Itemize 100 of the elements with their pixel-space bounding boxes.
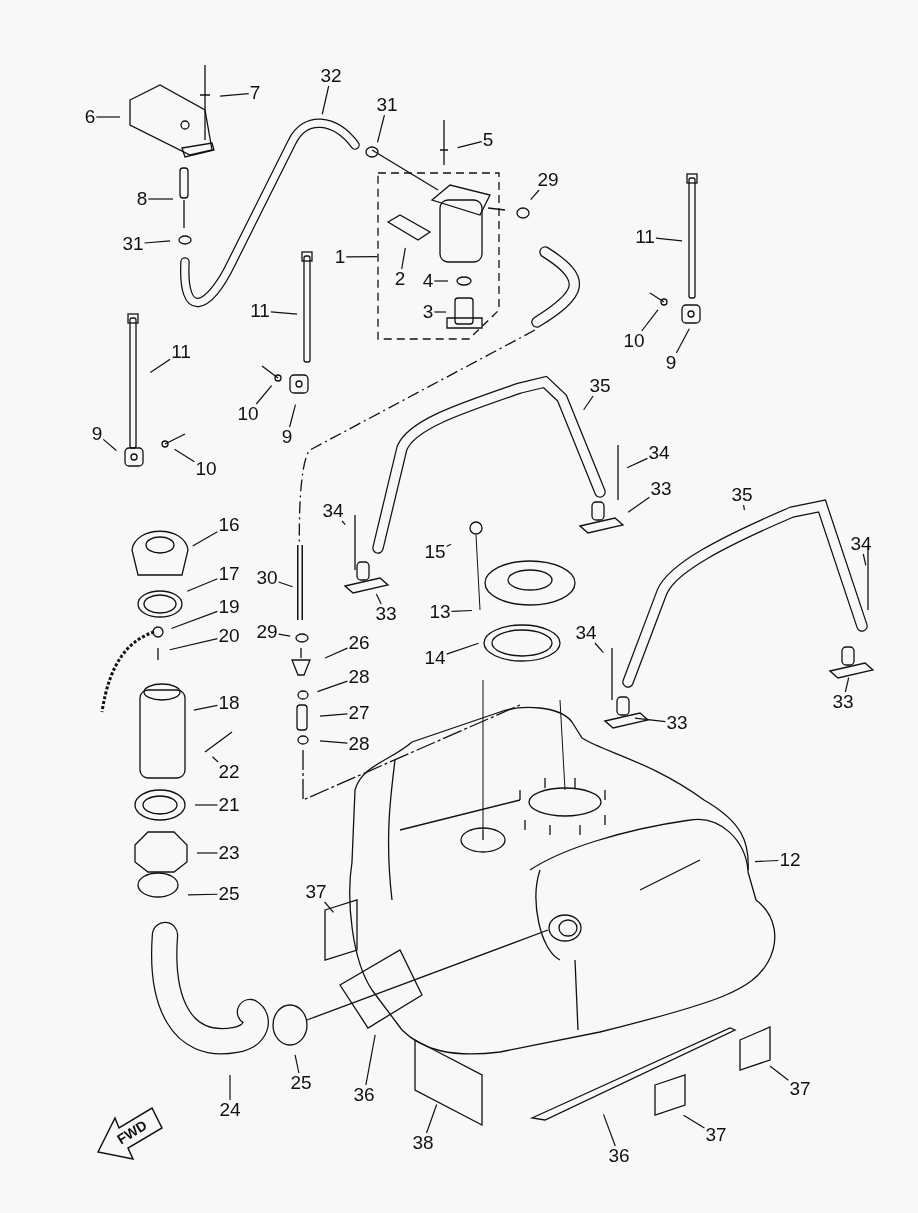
leader-line bbox=[321, 85, 330, 115]
leader-line bbox=[193, 704, 219, 711]
callout-number: 27 bbox=[347, 703, 371, 723]
callout-number: 35 bbox=[588, 376, 612, 396]
leader-line bbox=[626, 457, 649, 469]
callout-number: 4 bbox=[421, 271, 435, 291]
callout-number: 37 bbox=[304, 882, 328, 902]
callout-number: 37 bbox=[788, 1079, 812, 1099]
leader-line bbox=[450, 609, 473, 613]
callout-number: 13 bbox=[428, 602, 452, 622]
leader-line bbox=[583, 395, 594, 411]
leader-line bbox=[743, 504, 745, 511]
group-outline bbox=[377, 172, 500, 340]
callout-number: 2 bbox=[393, 269, 407, 289]
callout-number: 31 bbox=[121, 234, 145, 254]
callout-number: 30 bbox=[255, 568, 279, 588]
leader-line bbox=[319, 713, 349, 717]
leader-line bbox=[376, 114, 386, 143]
leader-line bbox=[143, 240, 171, 244]
callout-number: 25 bbox=[217, 884, 241, 904]
leader-line bbox=[229, 1074, 231, 1101]
leader-line bbox=[341, 520, 346, 526]
leader-line bbox=[433, 311, 447, 313]
leader-line bbox=[754, 859, 780, 863]
leader-line bbox=[675, 328, 690, 354]
callout-number: 34 bbox=[849, 534, 873, 554]
leader-line bbox=[277, 581, 294, 588]
leader-line bbox=[147, 198, 174, 200]
leader-line bbox=[862, 553, 867, 566]
callout-number: 8 bbox=[135, 189, 149, 209]
callout-number: 3 bbox=[421, 302, 435, 322]
callout-number: 9 bbox=[280, 427, 294, 447]
callout-number: 11 bbox=[170, 342, 192, 362]
callout-number: 22 bbox=[217, 762, 241, 782]
callout-number: 23 bbox=[217, 843, 241, 863]
leader-line bbox=[401, 247, 406, 270]
callout-number: 10 bbox=[622, 331, 646, 351]
leader-line bbox=[319, 740, 349, 744]
leader-line bbox=[594, 642, 604, 654]
leader-line bbox=[95, 116, 121, 118]
leader-line bbox=[365, 1034, 376, 1086]
leader-line bbox=[445, 642, 480, 655]
leader-line bbox=[194, 804, 219, 806]
leader-line bbox=[192, 531, 219, 547]
callout-number: 10 bbox=[236, 404, 260, 424]
callout-number: 24 bbox=[218, 1100, 242, 1120]
callout-number: 36 bbox=[607, 1146, 631, 1166]
callout-number: 14 bbox=[423, 648, 447, 668]
leader-line bbox=[196, 852, 219, 854]
leader-line bbox=[769, 1065, 790, 1081]
leader-line bbox=[289, 404, 297, 428]
callout-number: 29 bbox=[255, 622, 279, 642]
leader-line bbox=[102, 438, 117, 452]
callout-number: 10 bbox=[194, 459, 218, 479]
leader-line bbox=[655, 237, 683, 242]
callout-number: 33 bbox=[831, 692, 855, 712]
leader-line bbox=[277, 633, 291, 637]
callout-number: 18 bbox=[217, 693, 241, 713]
callout-number: 28 bbox=[347, 667, 371, 687]
leader-line bbox=[530, 189, 540, 201]
leader-line bbox=[316, 680, 349, 693]
leader-line bbox=[634, 717, 667, 723]
leader-line bbox=[211, 756, 219, 763]
leader-line bbox=[173, 448, 196, 463]
leader-line bbox=[186, 578, 219, 592]
callout-number: 25 bbox=[289, 1073, 313, 1093]
callout-number: 21 bbox=[217, 795, 241, 815]
leader-line bbox=[169, 638, 219, 651]
leader-line bbox=[294, 1054, 300, 1074]
callout-number: 11 bbox=[634, 227, 656, 247]
callout-number: 34 bbox=[647, 443, 671, 463]
leader-line bbox=[641, 309, 659, 332]
callout-number: 38 bbox=[411, 1133, 435, 1153]
leader-line bbox=[445, 543, 452, 548]
callout-number: 1 bbox=[333, 247, 347, 267]
callout-number: 6 bbox=[83, 107, 97, 127]
callout-number: 19 bbox=[217, 597, 241, 617]
leader-line bbox=[602, 1113, 616, 1147]
leader-line bbox=[627, 496, 651, 513]
leader-line bbox=[270, 311, 298, 315]
leader-line bbox=[324, 647, 349, 659]
callout-number: 9 bbox=[664, 353, 678, 373]
callout-number: 33 bbox=[374, 604, 398, 624]
leader-line bbox=[425, 1103, 438, 1134]
leader-line bbox=[433, 280, 449, 282]
leader-line bbox=[255, 385, 273, 405]
callout-number: 26 bbox=[347, 633, 371, 653]
leader-line bbox=[682, 1114, 706, 1129]
callout-number: 12 bbox=[778, 850, 802, 870]
leader-line bbox=[457, 140, 483, 149]
leader-line bbox=[375, 593, 382, 605]
leader-line bbox=[187, 893, 219, 896]
callout-number: 17 bbox=[217, 564, 241, 584]
callout-number: 7 bbox=[248, 83, 262, 103]
callout-number: 16 bbox=[217, 515, 241, 535]
callout-number: 33 bbox=[665, 713, 689, 733]
callout-number: 32 bbox=[319, 66, 343, 86]
leader-line bbox=[170, 610, 219, 630]
callout-number: 29 bbox=[536, 170, 560, 190]
callout-number: 31 bbox=[375, 95, 399, 115]
